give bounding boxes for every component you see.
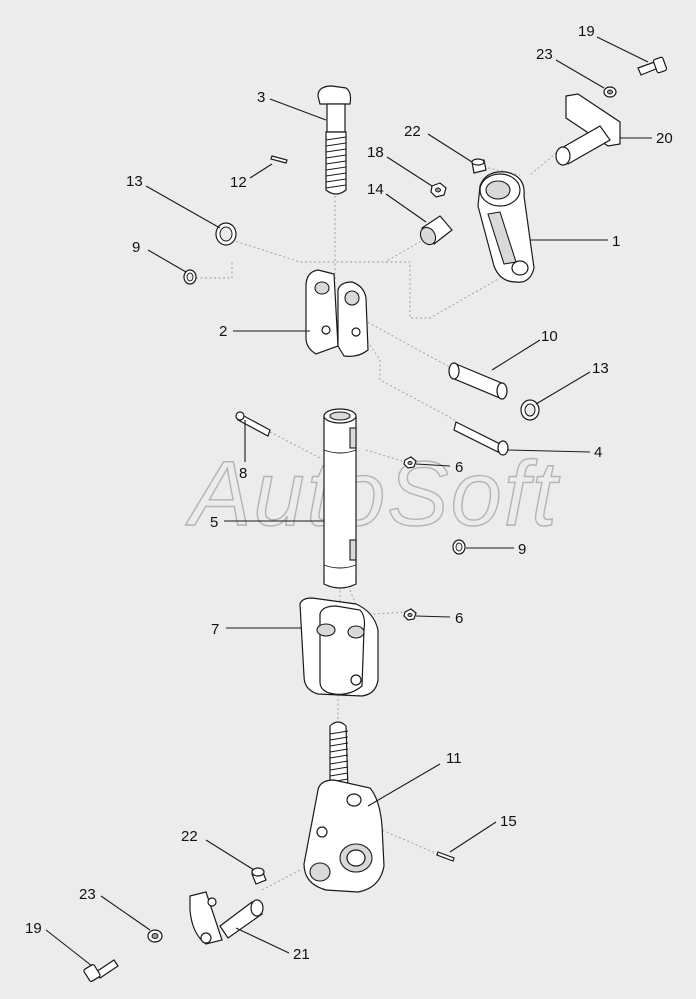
callout-labels: 19 23 20 3 22 18 12 13 14 1 9 2 10 13 4 … [25,23,673,963]
callout-15: 15 [500,813,517,830]
leader-lines [45,36,652,967]
callout-22-top: 22 [404,123,421,140]
callout-13-left: 13 [126,173,143,190]
assembly-guide-lines [196,149,561,891]
part-23-washer-top [603,86,617,98]
part-12-small-pin [270,155,288,164]
part-4-pin [453,421,509,456]
part-20-bracket-pin [555,93,621,166]
callout-6-bottom: 6 [455,610,463,627]
part-9-o-ring-left [183,269,197,285]
callout-14: 14 [367,181,384,198]
callout-7: 7 [211,621,219,638]
part-15-small-pin [436,851,455,862]
part-1-lever-arm [477,171,535,283]
callout-19-top: 19 [578,23,595,40]
part-11-threaded-clevis [303,721,385,893]
part-2-clevis-yoke [305,269,369,357]
callout-19-bottom: 19 [25,920,42,937]
part-14-sleeve [419,215,453,246]
part-23-washer-bottom [147,929,163,943]
part-18-nut [430,182,447,198]
callout-11: 11 [446,750,462,767]
callout-21: 21 [293,946,310,963]
part-22-bushing-bottom [251,867,267,885]
callout-12: 12 [230,174,247,191]
callout-20: 20 [656,130,673,147]
callout-23-bottom: 23 [79,886,96,903]
callout-18: 18 [367,144,384,161]
part-6-nut-top [403,456,417,469]
part-6-nut-bottom [403,608,417,621]
watermark-text: AutoSoft [185,443,560,545]
part-22-bushing-top [471,158,487,174]
part-21-bracket-pin [189,891,264,945]
callout-6-top: 6 [455,459,463,476]
callout-3: 3 [257,89,265,106]
part-3-t-bolt [317,85,352,195]
part-13-snap-ring-right [520,399,540,421]
callout-8: 8 [239,465,247,482]
callout-9-right: 9 [518,541,526,558]
callout-5: 5 [210,514,218,531]
part-10-pin [448,362,508,400]
callout-9-left: 9 [132,239,140,256]
part-9-o-ring-right [452,539,466,555]
callout-2: 2 [219,323,227,340]
callout-1: 1 [612,233,620,250]
part-7-housing [299,597,379,697]
callout-10: 10 [541,328,558,345]
part-8-long-pin [235,411,271,437]
part-13-snap-ring-left [215,222,237,246]
callout-23-top: 23 [536,46,553,63]
part-19-bolt-bottom [83,959,119,982]
callout-13-right: 13 [592,360,609,377]
part-5-shaft-tube [323,408,357,589]
part-19-bolt-top [637,56,668,76]
callout-22-bottom: 22 [181,828,198,845]
callout-4: 4 [594,444,602,461]
